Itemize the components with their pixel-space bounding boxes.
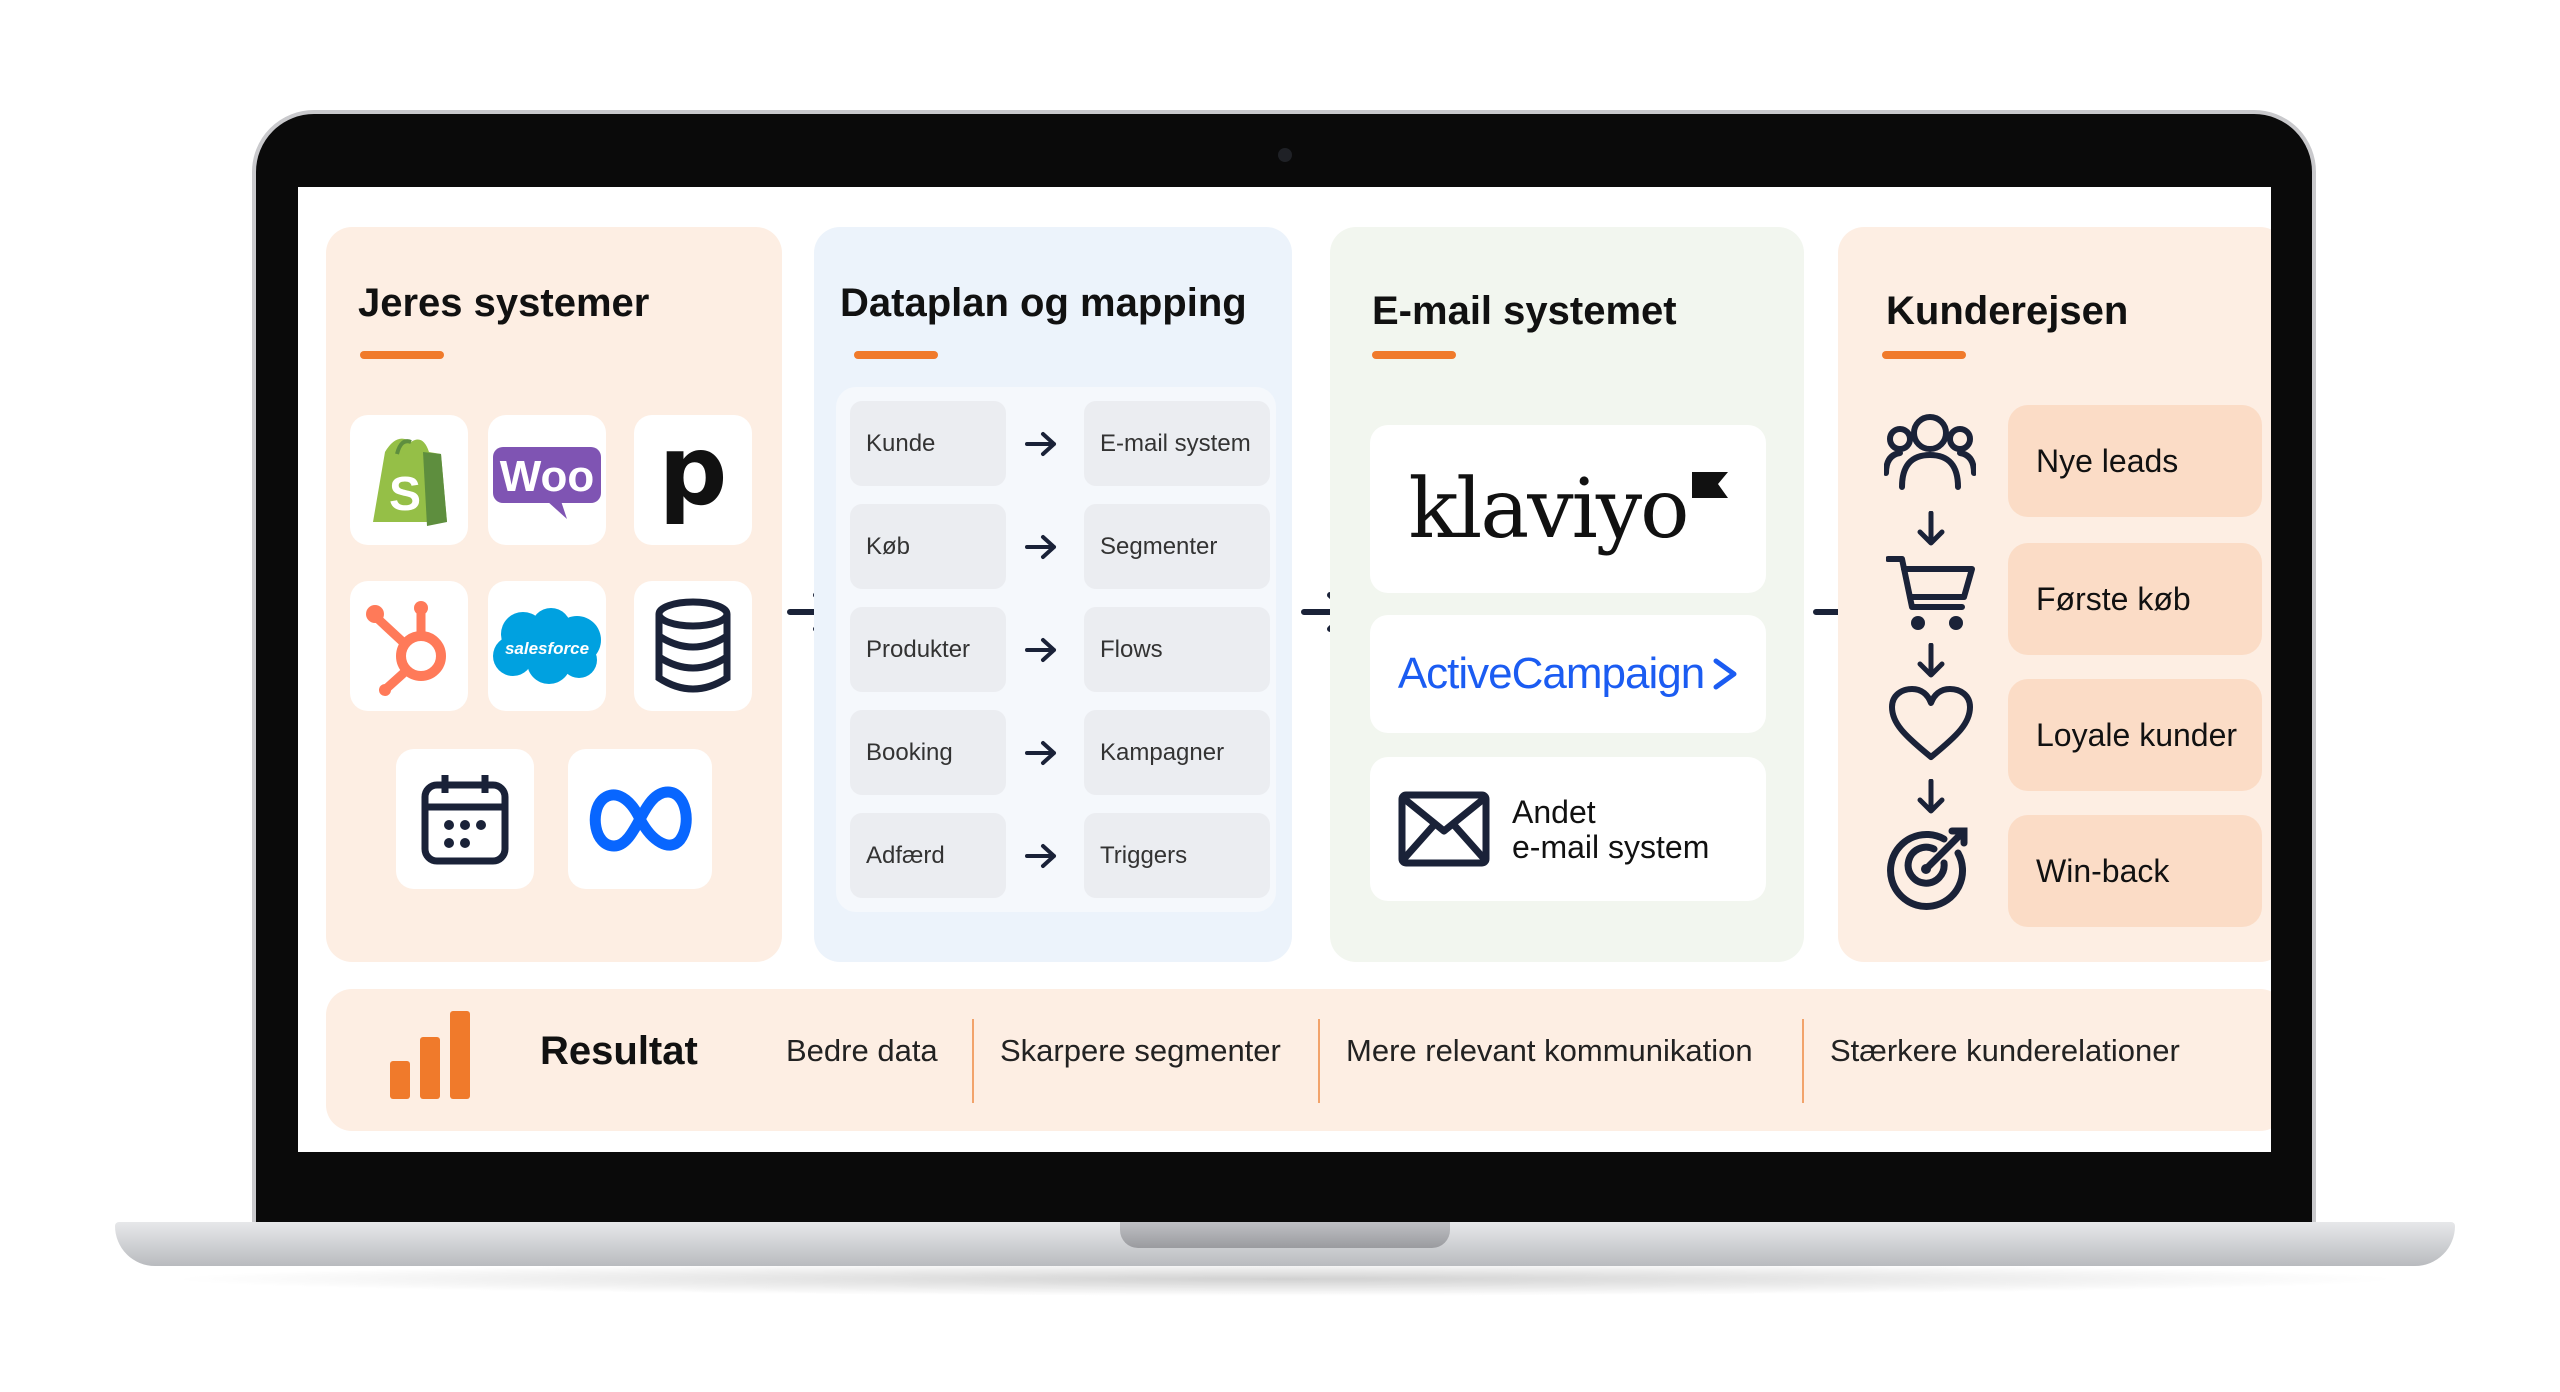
laptop-notch <box>1120 1222 1450 1248</box>
activecampaign-card: ActiveCampaign <box>1370 615 1766 733</box>
result-divider <box>1318 1019 1320 1103</box>
klaviyo-flag-icon <box>1691 472 1728 498</box>
journey-title: Kunderejsen <box>1886 289 2129 333</box>
mapping-from-cell: Adfærd <box>850 813 1006 898</box>
arrow-right-icon <box>1025 844 1056 868</box>
journey-stage: Win-back <box>2008 815 2262 927</box>
database-icon <box>634 581 752 711</box>
target-icon <box>1887 827 1968 910</box>
mapping-to-cell: Segmenter <box>1084 504 1270 589</box>
arrow-down-icon <box>1917 779 1945 814</box>
users-icon <box>1884 414 1976 490</box>
cart-icon <box>1886 556 1975 630</box>
systems-panel: Jeres systemer S Woo p <box>326 227 782 962</box>
hubspot-icon <box>366 601 446 696</box>
p-logo-text: p <box>658 415 728 527</box>
shopify-icon: S <box>373 438 447 526</box>
other-email-line2: e-mail system <box>1512 829 1710 866</box>
p-logo: p <box>634 415 752 545</box>
arrow-down-icon <box>1917 643 1945 678</box>
woo-text: Woo <box>500 452 595 501</box>
mapping-to-cell: Flows <box>1084 607 1270 692</box>
activecampaign-logo: ActiveCampaign <box>1397 649 1705 698</box>
result-item: Stærkere kunderelationer <box>1830 1033 2180 1068</box>
salesforce-logo: salesforce <box>488 581 606 711</box>
email-title: E-mail systemet <box>1372 289 1677 333</box>
systems-underline <box>360 351 444 359</box>
result-item: Bedre data <box>786 1033 938 1068</box>
shopify-logo: S <box>350 415 468 545</box>
systems-title: Jeres systemer <box>358 281 650 325</box>
mapping-from-cell: Køb <box>850 504 1006 589</box>
mapping-underline <box>854 351 938 359</box>
mapping-title: Dataplan og mapping <box>840 281 1247 325</box>
laptop-camera <box>1278 148 1292 162</box>
other-email-card: Andet e-mail system <box>1370 757 1766 901</box>
mapping-from-cell: Kunde <box>850 401 1006 486</box>
journey-stage: Første køb <box>2008 543 2262 655</box>
email-underline <box>1372 351 1456 359</box>
woocommerce-logo: Woo <box>488 415 606 545</box>
mapping-to-cell: E-mail system <box>1084 401 1270 486</box>
laptop-shadow <box>160 1262 2410 1296</box>
chevron-right-icon <box>1713 658 1737 690</box>
other-email-line1: Andet <box>1512 794 1596 830</box>
svg-text:S: S <box>389 468 421 521</box>
envelope-icon <box>1398 791 1490 867</box>
journey-panel: Kunderejsen <box>1838 227 2271 962</box>
email-panel: E-mail systemet klaviyo ActiveCampaign <box>1330 227 1804 962</box>
result-bar: Resultat Bedre data Skarpere segmenter M… <box>326 989 2271 1131</box>
klaviyo-logo: klaviyo <box>1408 461 1689 557</box>
other-email-label: Andet e-mail system <box>1512 794 1710 866</box>
meta-logo <box>568 749 712 889</box>
bar-chart-icon <box>390 1011 470 1099</box>
arrow-down-icon <box>1917 511 1945 546</box>
result-divider <box>1802 1019 1804 1103</box>
mapping-from-cell: Produkter <box>850 607 1006 692</box>
heart-icon <box>1889 686 1973 760</box>
arrow-right-icon <box>1025 638 1056 662</box>
hubspot-logo <box>350 581 468 711</box>
result-item: Skarpere segmenter <box>1000 1033 1281 1068</box>
mapping-from-cell: Booking <box>850 710 1006 795</box>
mapping-table: Kunde E-mail system Køb Segmenter Produk… <box>836 387 1276 912</box>
result-title: Resultat <box>540 1029 698 1073</box>
mapping-to-cell: Kampagner <box>1084 710 1270 795</box>
mapping-panel: Dataplan og mapping Kunde E-mail system … <box>814 227 1292 962</box>
mapping-to-cell: Triggers <box>1084 813 1270 898</box>
salesforce-text: salesforce <box>505 639 589 658</box>
result-divider <box>972 1019 974 1103</box>
journey-underline <box>1882 351 1966 359</box>
klaviyo-card: klaviyo <box>1370 425 1766 593</box>
laptop-screen: Jeres systemer S Woo p <box>298 187 2271 1152</box>
arrow-right-icon <box>1025 535 1056 559</box>
arrow-right-icon <box>1025 741 1056 765</box>
journey-stage: Loyale kunder <box>2008 679 2262 791</box>
result-item: Mere relevant kommunikation <box>1346 1033 1753 1068</box>
arrow-right-icon <box>1025 432 1056 456</box>
calendar-icon <box>396 749 534 889</box>
journey-stage: Nye leads <box>2008 405 2262 517</box>
